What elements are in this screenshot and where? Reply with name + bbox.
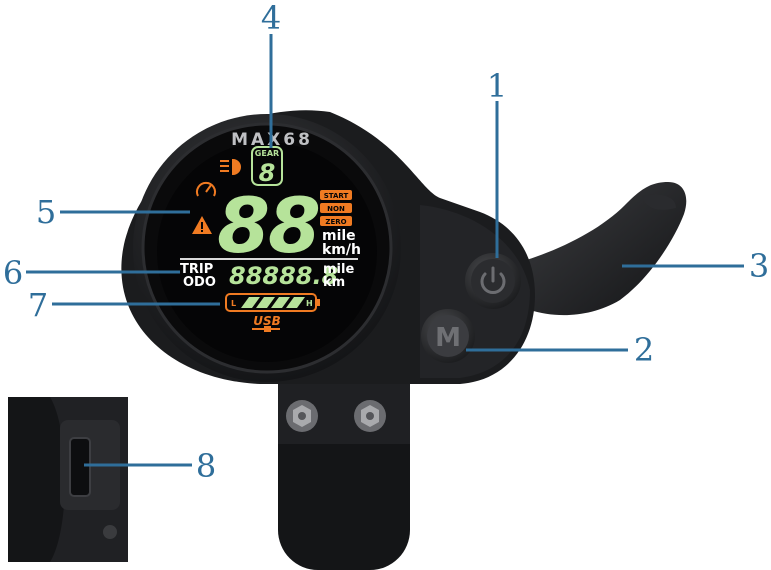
speedometer-icon xyxy=(196,181,216,197)
mode-button[interactable]: M xyxy=(421,309,475,363)
battery-indicator: L H xyxy=(225,293,320,312)
callout-4-number: 4 xyxy=(261,0,281,37)
mode-non: NON xyxy=(327,205,345,213)
clamp-bolt-right xyxy=(354,400,386,432)
callout-2: 2 xyxy=(466,331,654,369)
mode-zero: ZERO xyxy=(325,218,346,226)
speed-unit-mile: mile xyxy=(322,228,356,244)
callout-8-number: 8 xyxy=(196,447,216,485)
warning-icon xyxy=(192,216,212,234)
callout-8: 8 xyxy=(84,447,216,485)
usb-port-inset xyxy=(8,397,128,562)
trip-label: TRIP xyxy=(180,262,213,277)
distance-unit-km: km xyxy=(323,275,345,290)
callout-3: 3 xyxy=(622,247,769,285)
callout-6: 6 xyxy=(3,254,180,292)
power-button[interactable] xyxy=(465,253,521,309)
callout-7-number: 7 xyxy=(28,286,48,324)
mode-badges: START NON ZERO xyxy=(320,190,352,226)
usb-label: USB xyxy=(253,314,281,328)
usb-port[interactable] xyxy=(69,437,91,497)
callout-6-number: 6 xyxy=(3,254,23,292)
gear-indicator: GEAR 8 xyxy=(251,146,283,187)
throttle-lever[interactable] xyxy=(520,182,687,316)
callout-5-number: 5 xyxy=(36,193,56,231)
distance-unit-mile: mile xyxy=(323,262,354,277)
mode-start: START xyxy=(324,192,349,200)
callout-7: 7 xyxy=(28,286,220,324)
power-icon xyxy=(480,266,506,294)
battery-low-label: L xyxy=(231,299,236,308)
battery-high-label: H xyxy=(306,299,313,308)
mode-button-letter: M xyxy=(435,323,461,353)
odometer-readout: 88888.8 xyxy=(229,262,338,290)
gear-value: 8 xyxy=(259,159,276,187)
callout-1: 1 xyxy=(487,67,507,258)
odo-label: ODO xyxy=(183,275,216,290)
speed-readout: 88 xyxy=(217,181,319,270)
callout-2-number: 2 xyxy=(634,331,654,369)
callout-3-number: 3 xyxy=(749,247,769,285)
callout-1-number: 1 xyxy=(487,67,507,105)
clamp-bolt-left xyxy=(286,400,318,432)
callout-4: 4 xyxy=(261,0,281,148)
headlight-icon xyxy=(220,158,241,176)
callout-5: 5 xyxy=(36,193,190,231)
gear-label: GEAR xyxy=(255,149,279,158)
usb-icon: USB xyxy=(252,314,281,332)
speed-unit-kmh: km/h xyxy=(322,242,361,258)
